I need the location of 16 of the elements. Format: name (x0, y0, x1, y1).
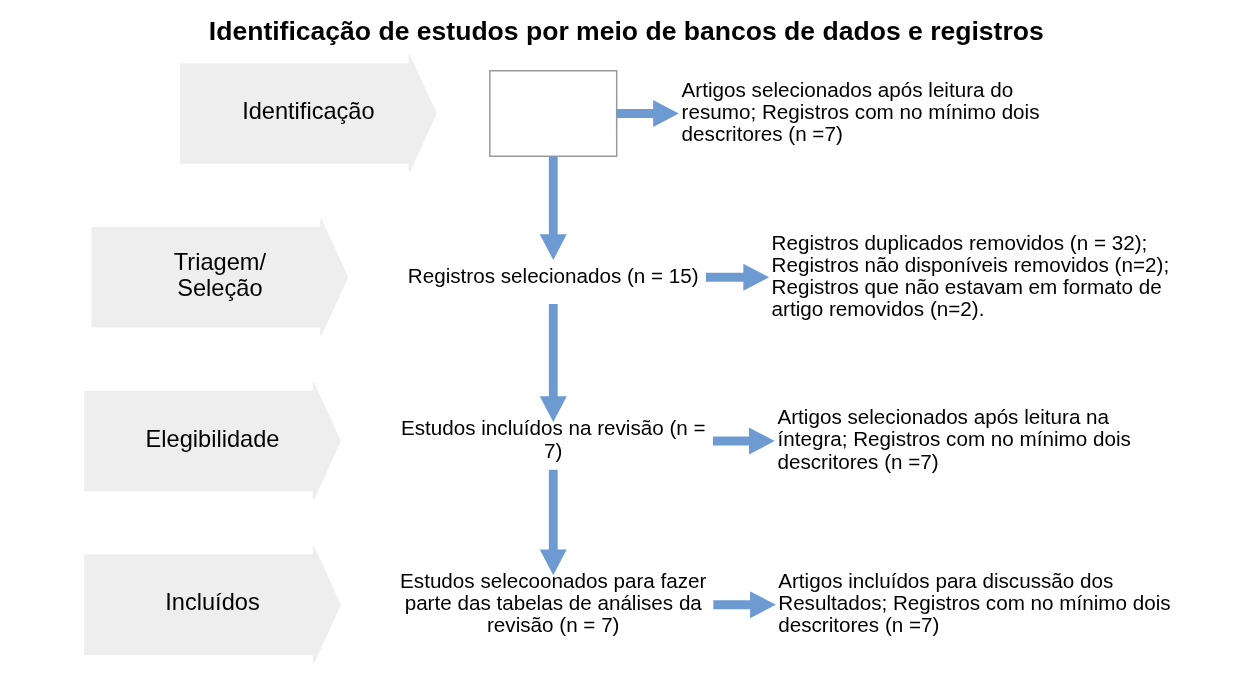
diagram-title: Identificação de estudos por meio de bancos de dados e registros (208, 15, 1044, 46)
arrow (712, 591, 776, 619)
node-text: Estudos selecoonados para fazer parte das tabelas de análises da revisão (n = 7) (399, 569, 706, 637)
node-box (488, 70, 617, 158)
arrow (539, 469, 567, 576)
node-text: Registros duplicados removidos (n = 32); Registros não disponíveis removidos (n=2); Registros que não estavam em formato de artigo removidos (n=2). (771, 230, 1169, 320)
node-text: Artigos selecionados após leitura do resumo; Registros com no mínimo dois descritores (n =7) (681, 77, 1040, 146)
arrow (705, 263, 769, 291)
arrow (616, 100, 679, 128)
node-text: Artigos selecionados após leitura na íntegra; Registros com no mínimo dois descritores (n =7) (776, 405, 1131, 473)
arrow (712, 427, 775, 455)
arrow (539, 156, 567, 261)
node-text: Artigos incluídos para discussão dos Resultados; Registros com no mínimo dois descritores (n =7) (777, 569, 1171, 637)
node-text: Registros selecionados (n = 15) (407, 263, 699, 287)
node-text: Estudos incluídos na revisão (n = 7) (400, 416, 706, 462)
arrow (539, 303, 567, 422)
